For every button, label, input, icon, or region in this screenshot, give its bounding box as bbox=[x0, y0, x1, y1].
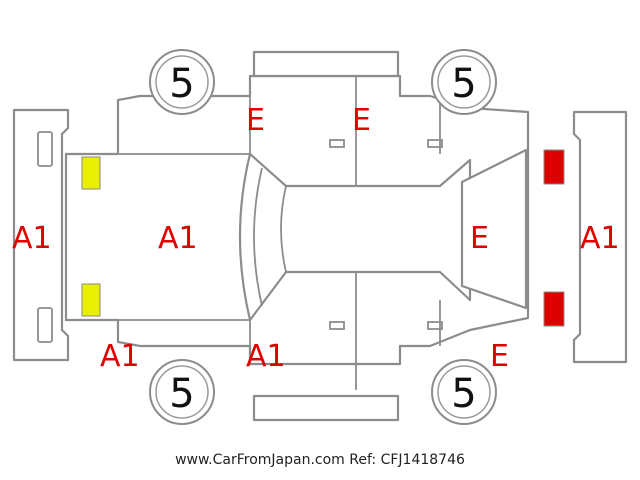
bottom-side-skirt bbox=[252, 394, 400, 422]
rear-glass-outline bbox=[460, 148, 528, 310]
wheel-rear-right: 5 bbox=[431, 359, 497, 425]
mark-front-left-fender: A1 bbox=[100, 339, 140, 374]
wheel-front-right-value: 5 bbox=[169, 371, 194, 417]
headlight-marker-top bbox=[81, 156, 101, 190]
front-bumper-slot-top bbox=[37, 131, 53, 167]
mark-hood: A1 bbox=[158, 221, 198, 256]
taillight-marker-bottom bbox=[543, 291, 565, 327]
wheel-front-left-value: 5 bbox=[169, 61, 194, 107]
taillight-marker-top bbox=[543, 149, 565, 185]
headlight-marker-bottom bbox=[81, 283, 101, 317]
mark-right-front-door: E bbox=[246, 103, 265, 138]
mark-front-bumper: A1 bbox=[12, 221, 52, 256]
handle-bottom-left bbox=[329, 321, 345, 330]
rear-bumper-outline bbox=[572, 110, 628, 364]
roof-outline bbox=[280, 185, 287, 273]
top-side-skirt bbox=[252, 50, 400, 78]
handle-top-left bbox=[329, 139, 345, 148]
mark-rear-bumper: A1 bbox=[580, 221, 620, 256]
handle-bottom-right bbox=[427, 321, 443, 330]
mark-left-quarter: E bbox=[490, 339, 509, 374]
front-bumper-slot-bottom bbox=[37, 307, 53, 343]
wheel-rear-left-value: 5 bbox=[451, 61, 476, 107]
door-line-top bbox=[249, 76, 441, 186]
wheel-front-left: 5 bbox=[149, 49, 215, 115]
mark-right-rear-door: E bbox=[352, 103, 371, 138]
handle-top-right bbox=[427, 139, 443, 148]
door-line-bottom bbox=[249, 272, 441, 390]
mark-left-front-door: A1 bbox=[246, 339, 286, 374]
wheel-front-right: 5 bbox=[149, 359, 215, 425]
footer-reference: www.CarFromJapan.com Ref: CFJ1418746 bbox=[175, 452, 465, 468]
wheel-rear-right-value: 5 bbox=[451, 371, 476, 417]
front-bumper-outline bbox=[12, 108, 70, 362]
windshield-inner bbox=[253, 167, 263, 307]
wheel-rear-left: 5 bbox=[431, 49, 497, 115]
mark-rear-glass: E bbox=[470, 221, 489, 256]
